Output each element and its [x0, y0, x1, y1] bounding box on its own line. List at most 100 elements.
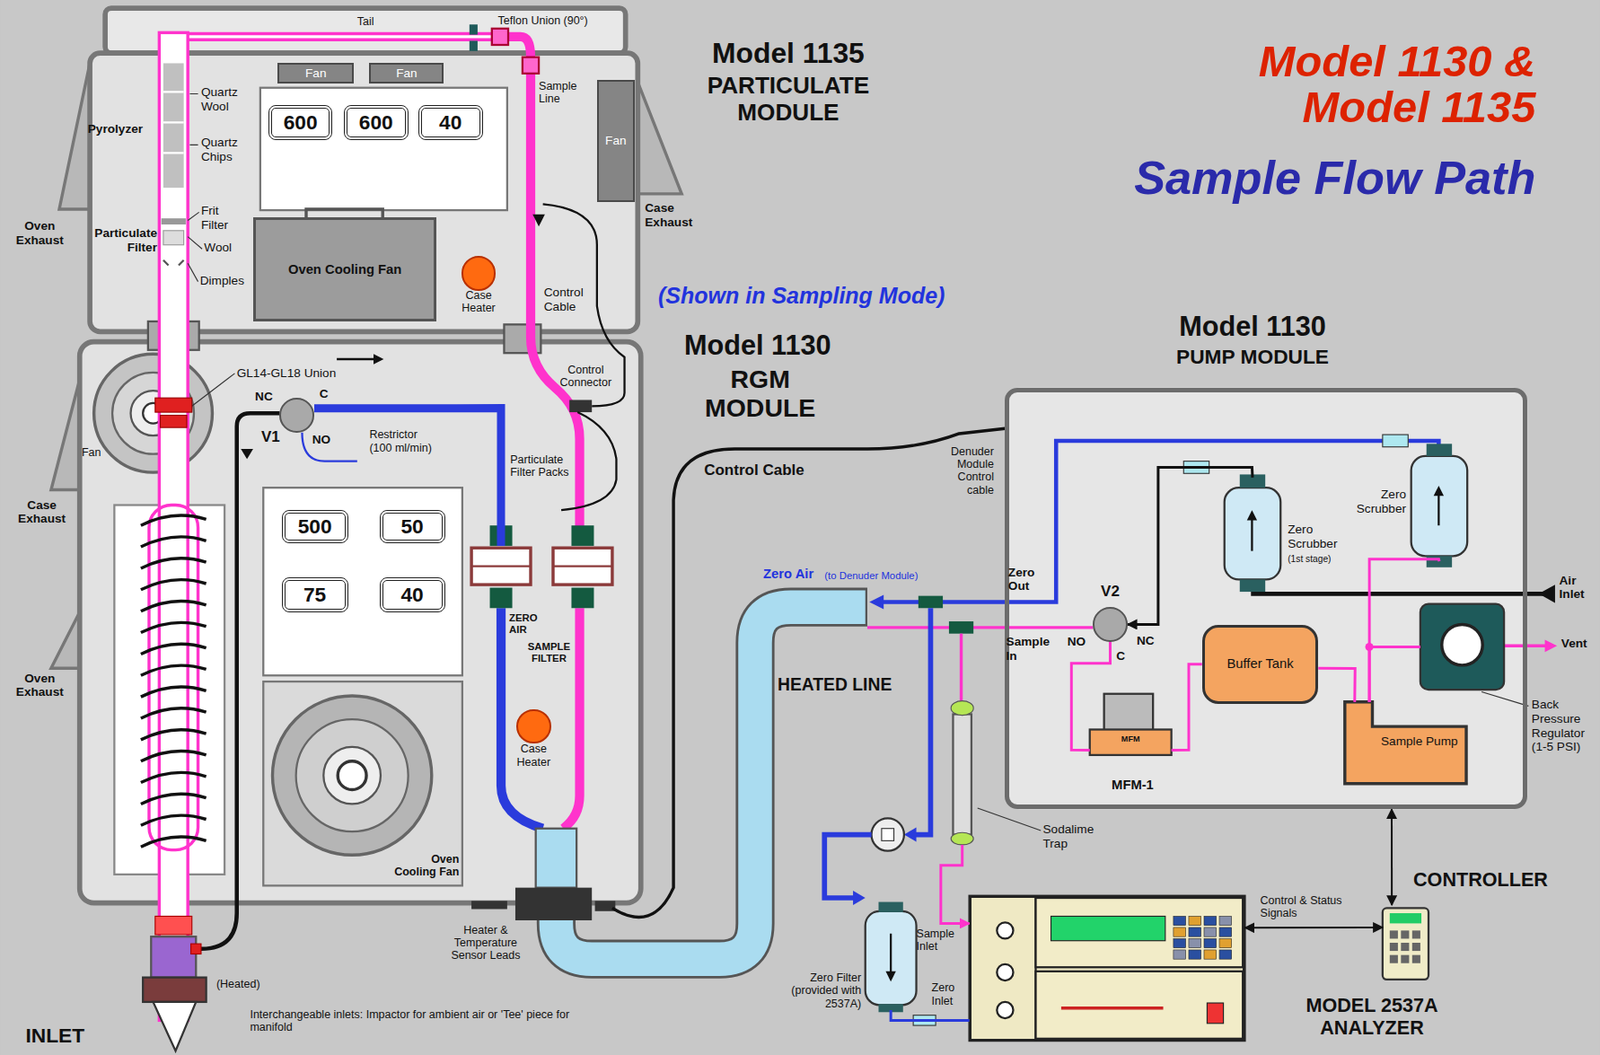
- illustration-path: [471, 565, 531, 568]
- illustration-rect: [263, 487, 463, 676]
- illustration-rect: [1206, 1002, 1223, 1024]
- illustration-rect: [490, 588, 513, 609]
- illustration-rect: [1173, 915, 1187, 925]
- scrubber-canister: Zero Scrubber(1st stage): [1224, 477, 1282, 590]
- part-label: Restrictor (100 ml/min): [369, 428, 441, 455]
- analyzer-box: MODEL 2537A ANALYZER: [969, 896, 1246, 1041]
- fan-box: Fan: [597, 79, 635, 203]
- node-label: Sodalime Trap: [1042, 822, 1106, 851]
- valve-circle: V1: [279, 397, 315, 433]
- illustration-path: [1250, 515, 1253, 552]
- illustration-rect: [515, 887, 592, 921]
- part-label: NO: [1067, 634, 1092, 650]
- illustration-rect: [865, 911, 917, 1006]
- controller-box: CONTROLLER: [1382, 905, 1429, 980]
- illustration-rect: [1004, 387, 1528, 809]
- illustration-path: [508, 36, 581, 529]
- illustration-g: [1173, 915, 1232, 959]
- illustration-polygon: [532, 214, 546, 228]
- illustration-rect: [163, 230, 185, 246]
- part-label: Denuder Module Control cable: [934, 445, 994, 498]
- illustration-path: [824, 835, 871, 898]
- illustration-rect: [569, 399, 592, 413]
- illustration-path: [140, 515, 207, 526]
- module-box: Model 1130PUMP MODULEZero Scrubber(1st s…: [1004, 387, 1528, 809]
- illustration-polygon: [1433, 485, 1444, 496]
- illustration-path: [140, 558, 207, 569]
- part-label: Case Exhaust: [644, 201, 708, 229]
- illustration-rect: [263, 681, 463, 886]
- illustration-path: [1437, 492, 1440, 527]
- illustration-rect: [881, 828, 895, 842]
- illustration-path: [140, 815, 207, 826]
- title-text: Model 1130 & Model 1135: [1239, 38, 1537, 132]
- part-label: Vent: [1561, 636, 1599, 651]
- illustration-rect: [1173, 938, 1187, 948]
- illustration-rect: [191, 943, 202, 954]
- illustration-rect: [1411, 456, 1469, 556]
- illustration-polygon: [1247, 509, 1258, 520]
- illustration-polygon: [852, 890, 866, 906]
- part-label: NC: [254, 389, 278, 405]
- illustration-polygon: [1538, 584, 1556, 603]
- illustration-rect: [1036, 897, 1244, 968]
- part-label: Particulate Filter Packs: [509, 453, 572, 480]
- node-label: ZERO AIR: [509, 612, 548, 636]
- illustration-rect: [1090, 729, 1172, 756]
- node-label: Back Pressure Regulator (1-5 PSI): [1531, 697, 1598, 755]
- part-label: RGM MODULE: [694, 364, 827, 423]
- illustration-rect: [571, 525, 594, 546]
- node-label: PUMP MODULE: [1163, 344, 1343, 369]
- illustration-rect: [553, 547, 613, 585]
- part-label: Zero Inlet: [931, 981, 973, 1008]
- part-label: (to Denuder Module): [824, 570, 958, 582]
- node-label: 40: [439, 110, 462, 134]
- illustration-ellipse: [950, 832, 974, 845]
- illustration-polygon: [1345, 702, 1467, 784]
- fan-box: Fan: [277, 62, 354, 84]
- illustration-circle: [323, 747, 381, 805]
- illustration-rect: [1412, 942, 1421, 951]
- node-label: SAMPLE FILTER: [525, 641, 572, 665]
- node-label: Model 1130: [1163, 310, 1343, 343]
- node-label: 75: [303, 582, 326, 607]
- illustration-path: [163, 260, 185, 266]
- part-label: Control Cable: [703, 461, 827, 480]
- illustration-path: [163, 91, 185, 153]
- illustration-rect: [1389, 942, 1398, 951]
- illustration-rect: [1400, 955, 1409, 964]
- illustration-path: [306, 209, 383, 218]
- flow-line: [1318, 668, 1355, 703]
- illustration-rect: [1400, 942, 1409, 951]
- part-label: NC: [1136, 633, 1161, 649]
- illustration-path: [867, 625, 1093, 629]
- illustration-path: [140, 600, 207, 611]
- illustration-rect: [1389, 913, 1422, 924]
- node-label: 600: [283, 110, 318, 134]
- illustration-path: [1061, 1006, 1164, 1010]
- part-label: Oven Exhaust: [8, 219, 71, 247]
- filter-pack: ZERO AIR: [471, 545, 531, 587]
- illustration-polygon: [1545, 640, 1558, 653]
- illustration-ellipse: [950, 701, 974, 716]
- flow-line: [1369, 559, 1440, 703]
- illustration-path: [140, 580, 207, 590]
- illustration-rect: [969, 896, 1246, 1041]
- part-label: Pyrolyzer: [87, 122, 156, 137]
- part-label: Wool: [203, 240, 245, 255]
- part-label: C: [319, 386, 335, 402]
- illustration-rect: [1219, 949, 1232, 959]
- node-label: Sample Pump: [1373, 734, 1466, 749]
- illustration-circle: [871, 817, 905, 851]
- illustration-circle: [996, 964, 1013, 981]
- flow-line: [1171, 664, 1203, 751]
- fan-box: Oven Cooling Fan: [253, 217, 438, 322]
- setpoint-box: 40: [379, 577, 446, 613]
- part-label: Zero Out: [1008, 565, 1052, 594]
- setpoint-box: 500: [281, 509, 349, 543]
- setpoint-box: 600: [343, 105, 409, 141]
- node-label: (1st stage): [1287, 553, 1351, 565]
- illustration-rect: [1239, 579, 1266, 592]
- illustration-rect: [571, 588, 594, 609]
